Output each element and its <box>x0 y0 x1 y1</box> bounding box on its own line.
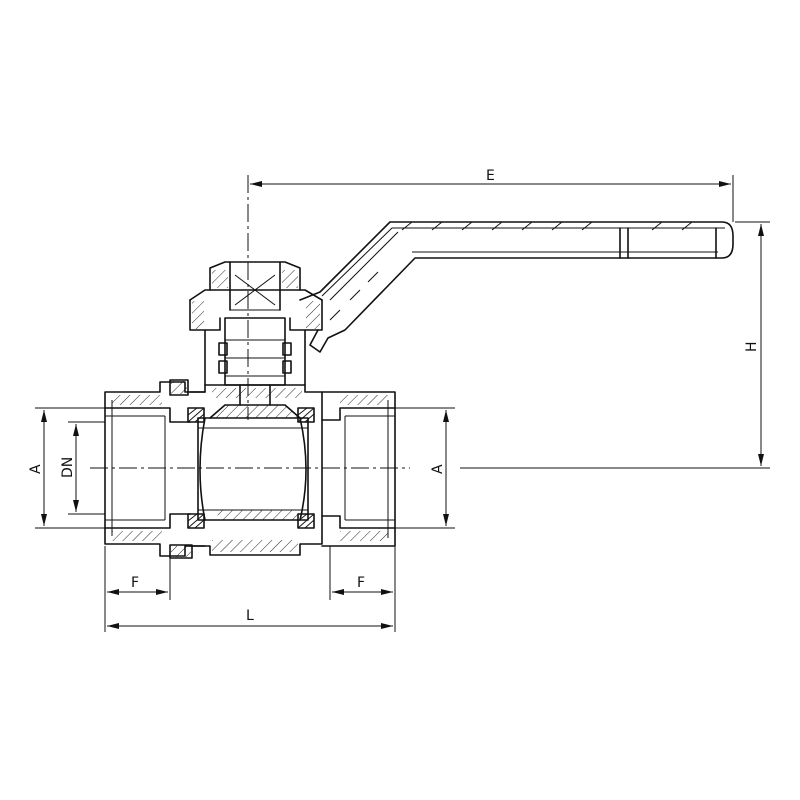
dimension-dn: DN <box>60 421 105 515</box>
valve-body <box>104 379 396 559</box>
dimension-l: L <box>107 608 393 629</box>
seats <box>187 407 315 529</box>
label-a-left: A <box>28 464 44 474</box>
label-e: E <box>486 168 495 184</box>
label-dn: DN <box>60 457 76 478</box>
dimension-f-left: F <box>104 546 171 632</box>
label-f-right: F <box>357 575 365 591</box>
label-f-left: F <box>131 575 139 591</box>
stem-assembly <box>189 175 323 420</box>
dimension-h: H <box>735 221 770 466</box>
label-a-right: A <box>430 464 446 474</box>
dimension-e: E <box>250 168 734 222</box>
dimension-f-right: F <box>329 546 396 632</box>
dimension-a-right: A <box>395 407 455 529</box>
ball <box>197 404 309 521</box>
lever-handle <box>299 221 734 353</box>
dimension-a-left: A <box>28 407 105 529</box>
label-l: L <box>246 608 254 624</box>
label-h: H <box>744 341 760 352</box>
